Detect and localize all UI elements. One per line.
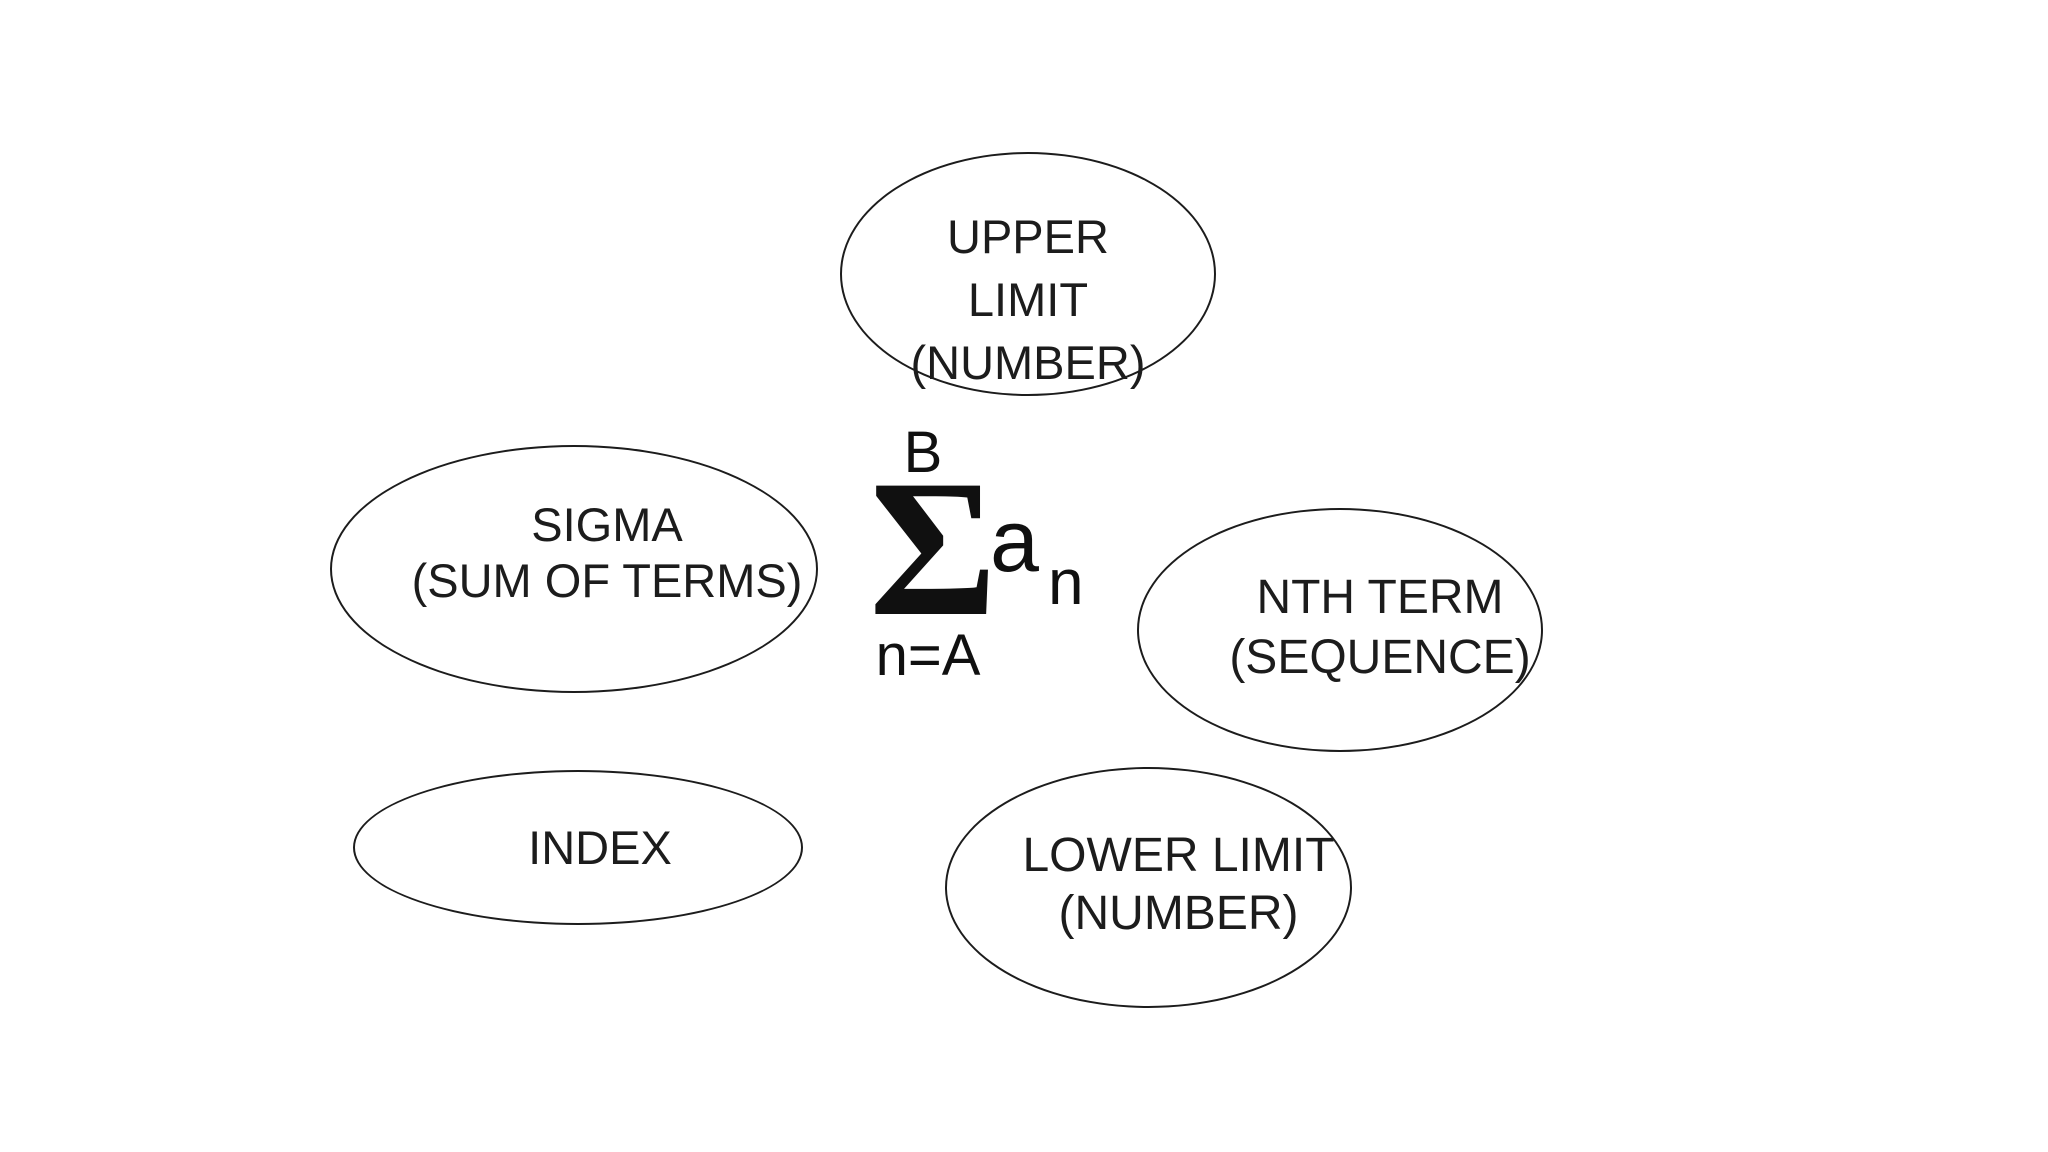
label-line: (NUMBER)	[910, 335, 1146, 389]
label-line: LIMIT	[967, 272, 1089, 326]
label-line: UPPER	[947, 209, 1109, 263]
bubble-nth-term: NTH TERM (SEQUENCE)	[1137, 508, 1543, 752]
bubble-index-label: INDEX	[528, 818, 672, 878]
label-line: (SUM OF TERMS)	[411, 554, 803, 607]
bubble-upper-limit-label: UPPER LIMIT (NUMBER)	[911, 205, 1146, 394]
label-line: INDEX	[528, 820, 672, 874]
sigma-symbol: Σ	[869, 440, 998, 657]
bubble-upper-limit: UPPER LIMIT (NUMBER)	[840, 152, 1216, 396]
label-line: (NUMBER)	[1058, 886, 1299, 940]
label-line: (SEQUENCE)	[1229, 631, 1531, 684]
bubble-sigma-label: SIGMA (SUM OF TERMS)	[412, 497, 803, 609]
label-line: NTH TERM	[1256, 571, 1504, 624]
sequence-term-symbol: a	[990, 491, 1039, 590]
bubble-sigma: SIGMA (SUM OF TERMS)	[330, 445, 818, 693]
bubble-lower-limit: LOWER LIMIT (NUMBER)	[945, 767, 1352, 1008]
label-line: LOWER LIMIT	[1022, 828, 1335, 882]
bubble-nth-term-label: NTH TERM (SEQUENCE)	[1229, 568, 1530, 688]
bubble-lower-limit-label: LOWER LIMIT (NUMBER)	[1022, 827, 1334, 943]
summation-lower-limit-expression: n=A	[875, 623, 981, 688]
summation-upper-limit-symbol: B	[903, 420, 943, 485]
sequence-term-subscript: n	[1048, 546, 1084, 618]
label-line: SIGMA	[531, 498, 683, 551]
bubble-index: INDEX	[353, 770, 803, 925]
